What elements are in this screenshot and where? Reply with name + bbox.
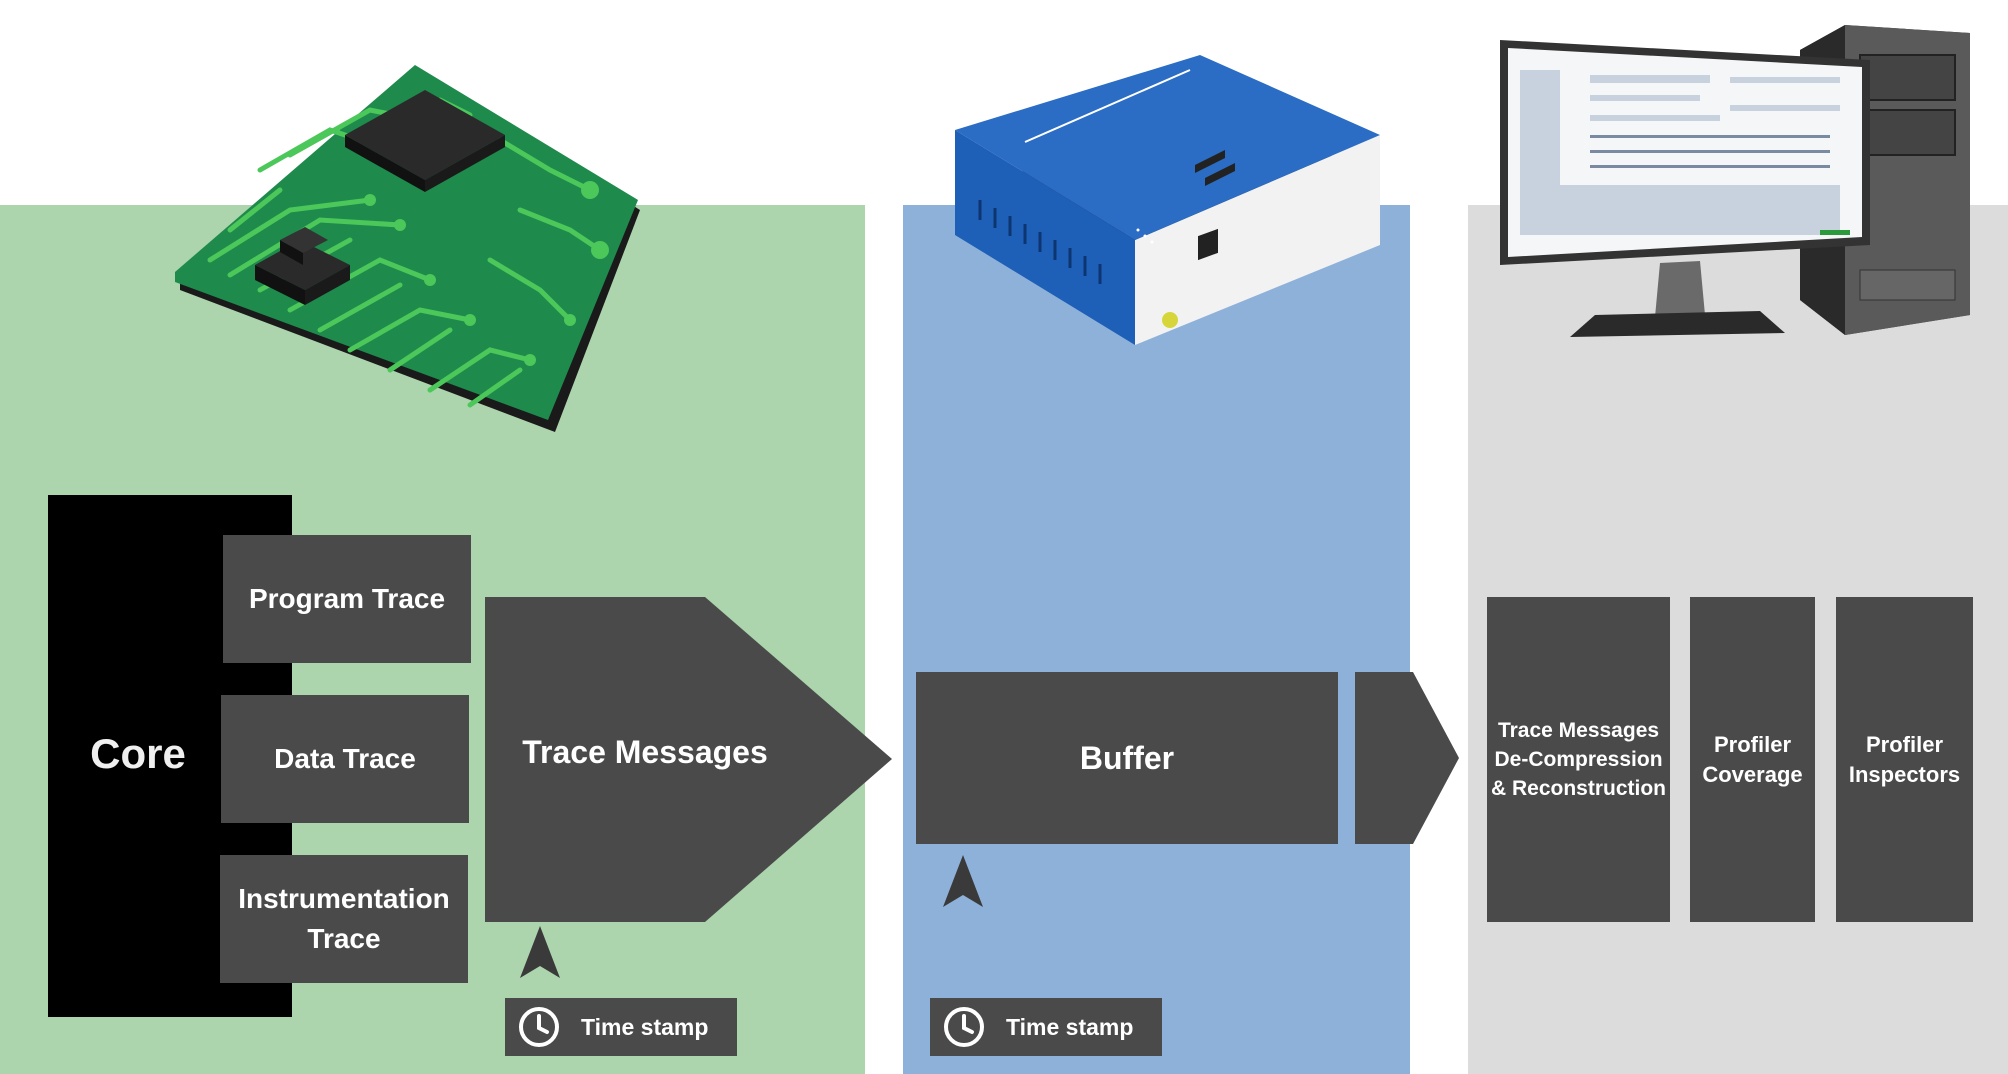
buffer-output-arrow (1355, 672, 1459, 844)
timestamp-left-label: Time stamp (581, 1013, 709, 1040)
trace-messages-arrow-shape (485, 597, 892, 922)
timestamp-marker-middle (943, 855, 983, 907)
clock-icon (519, 1007, 559, 1047)
data-trace-label: Data Trace (274, 743, 416, 774)
trace-messages-label: Trace Messages (522, 734, 768, 770)
instrumentation-trace-label: Instrumentation Trace (238, 883, 450, 954)
decompression-label: Trace Messages De-Compression & Reconstr… (1491, 719, 1667, 800)
profiler-inspectors-label: Profiler Inspectors (1848, 731, 1961, 787)
timestamp-marker-left (520, 926, 560, 978)
bluebox-device-illustration (955, 55, 1380, 345)
buffer-box: Buffer (916, 672, 1338, 844)
core-label: Core (90, 730, 186, 777)
device-panel (903, 205, 1410, 1074)
timestamp-box-middle: Time stamp (930, 998, 1162, 1056)
timestamp-middle-label: Time stamp (1006, 1013, 1134, 1040)
program-trace-label: Program Trace (248, 583, 446, 614)
clock-icon (944, 1007, 984, 1047)
host-computer-illustration (1500, 25, 1970, 337)
timestamp-box-left: Time stamp (505, 998, 737, 1056)
profiler-coverage-label: Profiler Coverage (1702, 731, 1803, 787)
buffer-label: Buffer (1079, 739, 1175, 776)
decompression-box: Trace Messages De-Compression & Reconstr… (1487, 597, 1670, 922)
pcb-board-illustration (175, 65, 640, 432)
profiler-coverage-box: Profiler Coverage (1690, 597, 1815, 922)
data-trace-box: Data Trace (221, 695, 469, 823)
program-trace-box: Program Trace (223, 535, 471, 663)
profiler-inspectors-box: Profiler Inspectors (1836, 597, 1973, 922)
instrumentation-trace-box: Instrumentation Trace (220, 855, 468, 983)
